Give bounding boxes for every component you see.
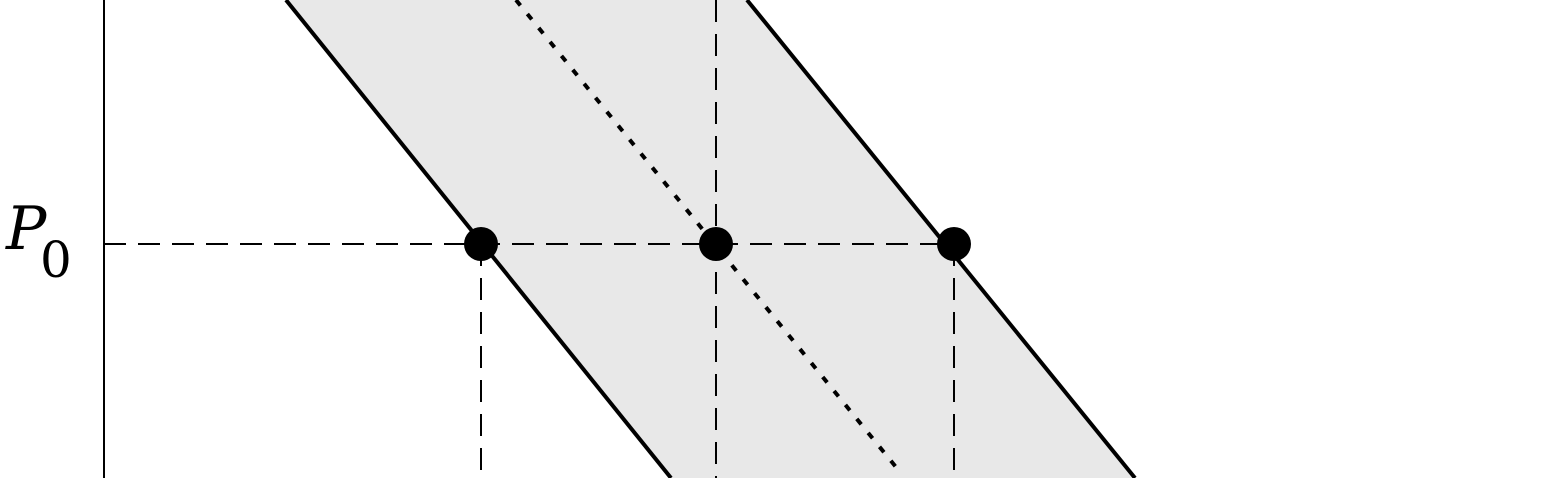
p0-subscript: 0 xyxy=(40,231,72,289)
marker-right xyxy=(937,227,971,261)
marker-center xyxy=(699,227,733,261)
marker-left xyxy=(464,227,498,261)
center-line xyxy=(514,0,902,474)
p0-label: P xyxy=(5,194,48,264)
